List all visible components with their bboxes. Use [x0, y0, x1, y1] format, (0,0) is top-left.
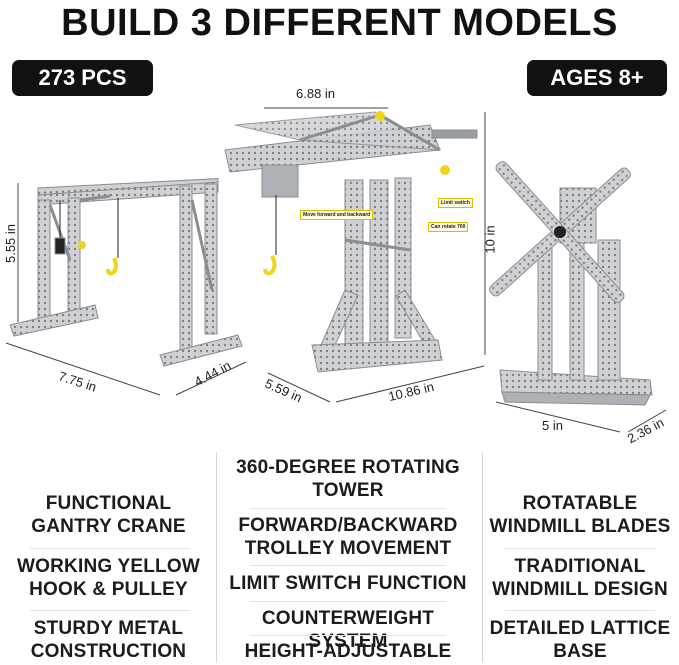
windmill-width-label: 5 in — [542, 418, 563, 433]
column-divider-left — [216, 452, 217, 662]
ages-badge: AGES 8+ — [527, 60, 667, 96]
divider — [505, 610, 655, 611]
divider — [30, 548, 190, 549]
crane-width-label: 6.88 in — [296, 86, 336, 101]
page-title: BUILD 3 DIFFERENT MODELS — [61, 2, 618, 44]
divider — [250, 565, 446, 566]
divider — [250, 635, 446, 636]
limit-switch-note: Limit switch — [438, 198, 473, 208]
crane-height-label: 10 in — [482, 225, 498, 254]
divider — [30, 610, 190, 611]
pieces-badge: 273 PCS — [12, 60, 153, 96]
divider — [250, 601, 446, 602]
windmill-model — [489, 161, 653, 406]
feature-tower-4: COUNTERWEIGHT SYSTEM — [261, 608, 435, 652]
divider — [250, 508, 446, 509]
rotate-note: Can rotate 700 — [428, 222, 469, 232]
feature-tower-3: LIMIT SWITCH FUNCTION — [229, 573, 467, 594]
gantry-height-label: 5.55 in — [3, 223, 19, 264]
trolley-note: Move forward and backward — [300, 210, 374, 220]
dimension-lines — [5, 107, 667, 433]
tower-crane-model — [224, 111, 478, 373]
gantry-crane-model — [9, 178, 243, 367]
divider — [505, 548, 655, 549]
feature-tower-5: HEIGHT-ADJUSTABLE TOWER — [244, 641, 452, 665]
models-illustration — [5, 107, 667, 433]
column-divider-right — [482, 452, 483, 662]
